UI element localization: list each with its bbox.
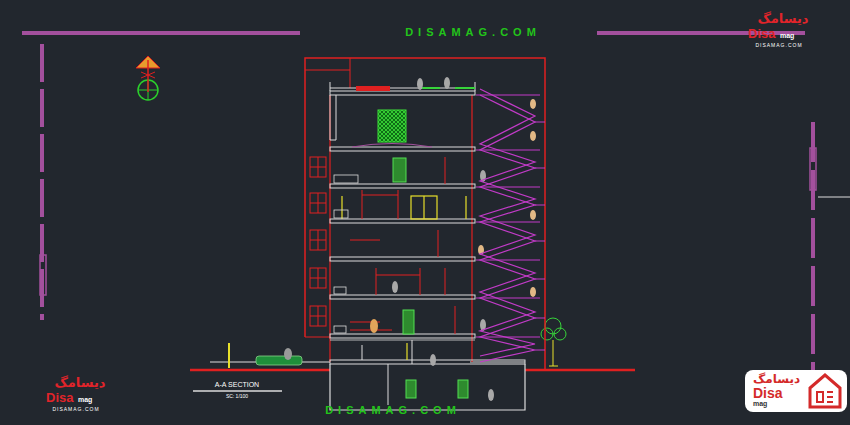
title-underline	[193, 390, 282, 392]
north-arrow	[136, 56, 160, 100]
logo-text: Disa	[748, 27, 775, 41]
logo-text: دیسامگ	[757, 12, 808, 26]
section-title: A-A SECTION	[215, 381, 259, 389]
logo-icon	[807, 372, 843, 410]
logo-text: Disa	[753, 386, 803, 401]
frame	[22, 33, 816, 400]
people	[370, 77, 536, 401]
logo-text: Disa	[46, 391, 73, 405]
logo-url: DISAMAG.COM	[755, 43, 802, 49]
logo-text: mag	[780, 32, 794, 40]
logo-url: DISAMAG.COM	[52, 407, 99, 413]
building	[305, 58, 545, 410]
watermark-text: DISAMAG.COM	[325, 404, 461, 416]
logo-text: mag	[753, 400, 803, 407]
staircase	[476, 89, 545, 362]
logo-text: mag	[78, 396, 92, 404]
watermark-text: DISAMAG.COM	[405, 26, 541, 38]
logo-text: دیسامگ	[753, 373, 803, 386]
scale-note: SC: 1/100	[226, 394, 248, 400]
logo-text: دیسامگ	[54, 376, 105, 390]
